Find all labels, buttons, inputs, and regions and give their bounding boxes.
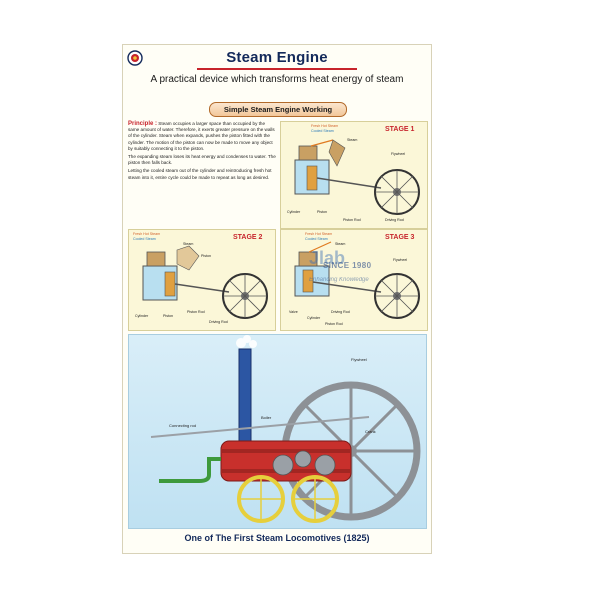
stage-3-cylinder-label: Cylinder <box>307 316 321 320</box>
stage-1-steam-label: Steam <box>347 138 358 142</box>
stage-3-steam-label: Steam <box>335 242 346 246</box>
stage-3-diagram <box>294 241 420 319</box>
stage-2-diagram <box>142 245 268 319</box>
loco-connecting-rod-label: Connecting rod <box>169 423 197 428</box>
stage-3-piston-rod-label: Piston Rod <box>325 322 343 326</box>
stage-2-piston-top-label: Piston <box>201 254 211 258</box>
stage-2-steam-label: Steam <box>183 242 194 246</box>
stage-3-valve-label: Valve <box>289 310 298 314</box>
stage-3-flywheel-label: Flywheel <box>393 258 408 262</box>
loco-boiler-label: Boiler <box>261 415 272 420</box>
stage-1-piston-label: Piston <box>317 210 327 214</box>
stage-1-flywheel-label: Flywheel <box>391 152 406 156</box>
green-pipe <box>159 457 221 483</box>
stage-1-hot-key: Fresh Hot Steam <box>311 124 339 128</box>
stage-1-diagram <box>294 139 420 215</box>
jlab-watermark-logo: Jlab <box>309 249 345 267</box>
stage-2-piston-label: Piston <box>163 314 173 318</box>
loco-flywheel-label: Flywheel <box>351 357 367 362</box>
stage-1-cool-key: Cooled Steam <box>311 129 334 133</box>
principle-paragraph-1: Principle : Steam occupies a larger spac… <box>128 121 276 152</box>
gear-train <box>272 450 336 476</box>
stage-2-cylinder-label: Cylinder <box>135 314 149 318</box>
locomotive-panel: Flywheel Connecting rod Boiler Crank <box>128 334 427 529</box>
chart-poster: Steam Engine A practical device which tr… <box>122 44 432 554</box>
principle-paragraph-2: The expanding steam loses its heat energ… <box>128 154 276 166</box>
principle-panel: Principle : Steam occupies a larger spac… <box>128 121 276 235</box>
page-title: Steam Engine <box>226 49 328 66</box>
stage-2-hot-key: Fresh Hot Steam <box>133 232 161 236</box>
principle-text-1: Steam occupies a larger space than occup… <box>128 121 275 151</box>
stage-1-piston-rod-label: Piston Rod <box>343 218 361 222</box>
stage-1-cylinder-label: Cylinder <box>287 210 301 214</box>
page-subtitle: A practical device which transforms heat… <box>150 74 404 85</box>
principle-paragraph-3: Letting the cooled steam out of the cyli… <box>128 168 272 180</box>
principle-heading: Principle : <box>128 121 158 127</box>
title-underline <box>197 68 357 70</box>
stage-2-piston-rod-label: Piston Rod <box>187 310 205 314</box>
watermark-since: SINCE 1980 <box>323 261 372 270</box>
stage-1-panel: Fresh Hot Steam Cooled Steam STAGE 1 Ste… <box>280 121 428 229</box>
stage-2-label: STAGE 2 <box>233 234 263 241</box>
stage-3-panel: Fresh Hot Steam Cooled Steam STAGE 3 Ste… <box>280 229 428 331</box>
stage-1-driving-rod-label: Driving Rod <box>385 218 404 222</box>
stage-2-driving-rod-label: Driving Rod <box>209 320 228 324</box>
publisher-logo-icon <box>127 50 143 66</box>
stage-3-hot-key: Fresh Hot Steam <box>305 232 333 236</box>
locomotive-illustration <box>150 335 421 523</box>
locomotive-caption: One of The First Steam Locomotives (1825… <box>184 533 370 543</box>
stage-3-cool-key: Cooled Steam <box>305 237 328 241</box>
watermark-tagline: Enhancing Knowledge <box>309 277 369 283</box>
stage-1-label: STAGE 1 <box>385 126 415 133</box>
section-banner: Simple Steam Engine Working <box>209 102 347 117</box>
watermark-brand: Jlab <box>309 249 345 267</box>
stage-2-cool-key: Cooled Steam <box>133 237 156 241</box>
stage-2-panel: Fresh Hot Steam Cooled Steam STAGE 2 Ste… <box>128 229 276 331</box>
loco-crank-label: Crank <box>365 429 376 434</box>
stage-3-label: STAGE 3 <box>385 234 415 241</box>
connecting-rod <box>150 416 370 438</box>
smoke-puff <box>236 335 257 348</box>
stage-3-driving-rod-label: Driving Rod <box>331 310 350 314</box>
